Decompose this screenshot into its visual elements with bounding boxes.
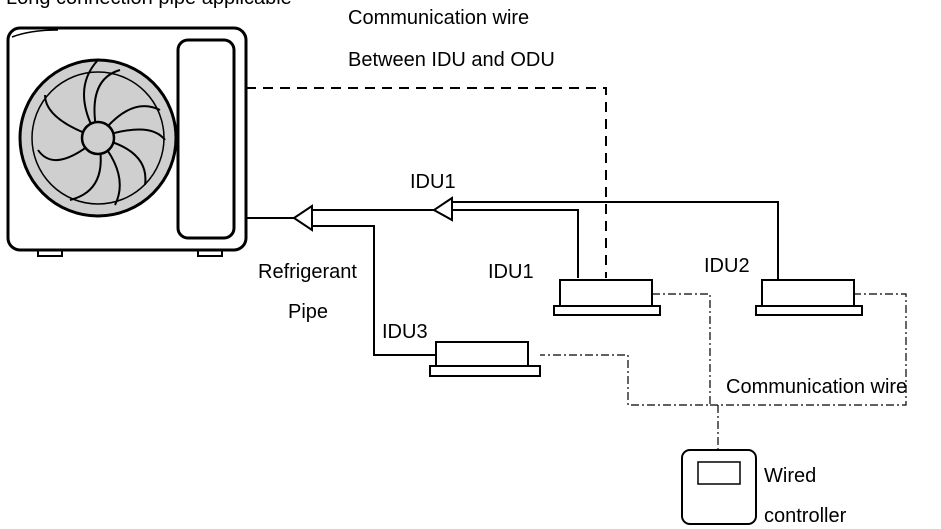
idu-comm-wire — [540, 293, 907, 450]
idu1-unit-label: IDU1 — [488, 261, 534, 283]
comm-wire-top-line1: Communication wire — [348, 7, 530, 29]
refrigerant-label-line2: Pipe — [288, 301, 329, 323]
branch-joint-1 — [292, 204, 313, 232]
indoor-unit-idu1 — [553, 279, 661, 316]
refrigerant-pipe — [246, 201, 779, 356]
idu3-unit-label: IDU3 — [382, 321, 428, 343]
comm-wire-bottom-label: Communication wire — [726, 376, 908, 398]
comm-wire-top-line2: Between IDU and ODU — [348, 49, 555, 71]
wired-controller-icon — [681, 449, 757, 525]
indoor-unit-idu3 — [429, 341, 541, 377]
idu2-unit-label: IDU2 — [704, 255, 750, 277]
idu1-branch-label: IDU1 — [410, 171, 456, 193]
refrigerant-label-line1: Refrigerant — [258, 261, 357, 283]
indoor-unit-idu2 — [755, 279, 863, 316]
wired-controller-line1: Wired — [764, 465, 817, 487]
odu-idu-comm-wire — [246, 87, 607, 278]
branch-joint-2 — [432, 196, 453, 222]
outdoor-unit-icon — [6, 26, 248, 257]
fan-icon — [18, 58, 178, 218]
wired-controller-line2: controller — [764, 505, 847, 527]
top-cut-text: Long connection pipe applicable — [6, 0, 292, 8]
